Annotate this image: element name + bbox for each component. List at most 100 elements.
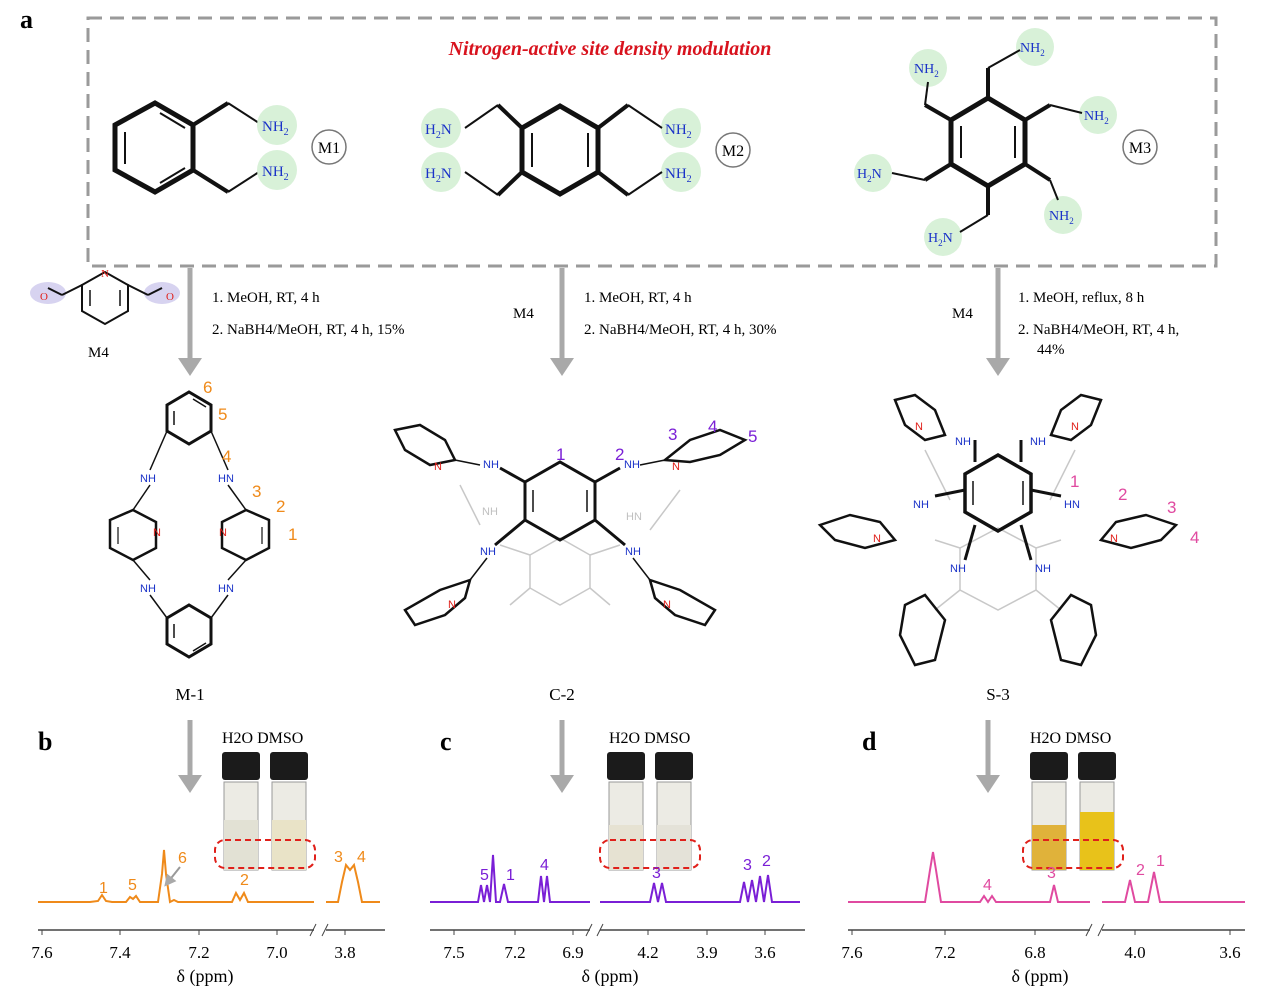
c2-nh-3: NH	[480, 546, 496, 558]
s3-label-1: 1	[1070, 472, 1079, 491]
svg-text:H2N: H2N	[425, 166, 452, 185]
m1-label: M1	[318, 140, 340, 157]
spectrum-b	[38, 849, 380, 904]
peak-b-5: 5	[128, 877, 137, 894]
m4-nitrogen: N	[101, 268, 109, 280]
peak-b-4: 4	[357, 849, 366, 866]
c2-label-2: 2	[615, 445, 624, 464]
c2-nh-1: NH	[483, 459, 499, 471]
monomer-m4: O O N M4	[30, 268, 180, 361]
tick-c-1: 7.5	[443, 943, 464, 962]
peak-c-3a: 3	[652, 865, 661, 882]
arrow-3	[986, 358, 1010, 376]
c2-pyr-n-3: N	[448, 599, 456, 611]
peak-c-5: 5	[480, 867, 489, 884]
svg-text:H2N: H2N	[928, 231, 953, 248]
m1-label-3: 3	[252, 482, 261, 501]
c2-pyr-n-4: N	[663, 599, 671, 611]
peak-d-1: 1	[1156, 853, 1165, 870]
panel-d-letter: d	[862, 727, 877, 756]
c2-nh-5: NH	[482, 506, 498, 518]
peak-b-1: 1	[99, 880, 108, 897]
m1-pyr-n-1: N	[153, 527, 161, 539]
tick-d-1: 7.6	[841, 943, 862, 962]
svg-text:NH2: NH2	[262, 119, 289, 138]
m1-hn-2: HN	[218, 583, 234, 595]
cond-1-step1: 1. MeOH, RT, 4 h	[212, 290, 320, 306]
arrow-b	[178, 775, 202, 793]
panel-c-solvents: H2O DMSO	[609, 730, 690, 747]
c2-label-5: 5	[748, 427, 757, 446]
cond-2-step1: 1. MeOH, RT, 4 h	[584, 290, 692, 306]
arrow-1	[178, 358, 202, 376]
spectrum-d	[848, 851, 1245, 904]
xlabel-c: δ (ppm)	[582, 966, 639, 987]
svg-text:NH2: NH2	[262, 164, 289, 183]
s3-hn-4: HN	[1064, 499, 1080, 511]
s3-nh-1: NH	[955, 436, 971, 448]
vial-photo-c	[599, 752, 701, 871]
c2-label-1: 1	[556, 445, 565, 464]
spectrum-c	[430, 854, 800, 903]
tick-c-3: 6.9	[562, 943, 583, 962]
svg-text:NH2: NH2	[1049, 209, 1074, 226]
svg-text:NH2: NH2	[1020, 41, 1045, 58]
s3-label-3: 3	[1167, 498, 1176, 517]
product-c2	[393, 423, 748, 627]
tick-b-3: 7.2	[188, 943, 209, 962]
panel-a-letter: a	[20, 5, 33, 34]
m1-label-2: 2	[276, 497, 285, 516]
m4-label-right: M4	[952, 306, 973, 322]
c2-pyr-n-1: N	[434, 461, 442, 473]
m1-pyr-n-2: N	[219, 527, 227, 539]
cond-3-step1: 1. MeOH, reflux, 8 h	[1018, 290, 1145, 306]
tick-d-3: 6.8	[1024, 943, 1045, 962]
m1-nh-2: NH	[140, 583, 156, 595]
s3-nh-5: NH	[950, 563, 966, 575]
peak-b-6: 6	[178, 850, 187, 867]
m1-hn-1: HN	[218, 473, 234, 485]
m4-label-center: M4	[513, 306, 534, 322]
m2-label: M2	[722, 143, 744, 160]
arrow-c	[550, 775, 574, 793]
m1-label-1: 1	[288, 525, 297, 544]
cond-3-step2: 2. NaBH4/MeOH, RT, 4 h,	[1018, 322, 1179, 338]
s3-nh-2: NH	[1030, 436, 1046, 448]
tick-c-6: 3.6	[754, 943, 775, 962]
xlabel-d: δ (ppm)	[1012, 966, 1069, 987]
m1-nh-1: NH	[140, 473, 156, 485]
product-s3	[817, 393, 1179, 667]
peak-d-4: 4	[983, 877, 992, 894]
monomer-m1: NH2 NH2 M1	[112, 100, 347, 195]
tick-b-4: 7.0	[266, 943, 287, 962]
product-s3-name: S-3	[986, 685, 1010, 704]
m1-label-4: 4	[222, 447, 231, 466]
m3-label: M3	[1129, 140, 1151, 157]
s3-pyr-n-1: N	[915, 421, 923, 433]
peak-d-2: 2	[1136, 862, 1145, 879]
c2-label-4: 4	[708, 417, 717, 436]
peak-d-3: 3	[1047, 865, 1056, 882]
s3-label-2: 2	[1118, 485, 1127, 504]
monomer-m3: NH2 NH2 NH2 H2N NH2 H2N M3	[854, 28, 1158, 256]
tick-c-5: 3.9	[696, 943, 717, 962]
m4-oxygen-right: O	[166, 291, 174, 303]
tick-d-2: 7.2	[934, 943, 955, 962]
c2-hn-6: HN	[626, 511, 642, 523]
m4-oxygen-left: O	[40, 291, 48, 303]
panel-a-title: Nitrogen-active site density modulation	[448, 38, 772, 60]
product-m1-name: M-1	[175, 685, 204, 704]
s3-pyr-n-2: N	[1071, 421, 1079, 433]
peak-c-4: 4	[540, 857, 549, 874]
panel-b-letter: b	[38, 727, 52, 756]
monomer-box	[86, 16, 1218, 268]
cond-3-step3: 44%	[1037, 342, 1065, 358]
svg-text:NH2: NH2	[914, 62, 939, 79]
panel-b-solvents: H2O DMSO	[222, 730, 303, 747]
cond-1-step2: 2. NaBH4/MeOH, RT, 4 h, 15%	[212, 322, 405, 338]
s3-nh-6: NH	[1035, 563, 1051, 575]
tick-d-5: 3.6	[1219, 943, 1240, 962]
vial-photo-b	[214, 752, 316, 871]
c2-nh-4: NH	[625, 546, 641, 558]
c2-nh-2: NH	[624, 459, 640, 471]
